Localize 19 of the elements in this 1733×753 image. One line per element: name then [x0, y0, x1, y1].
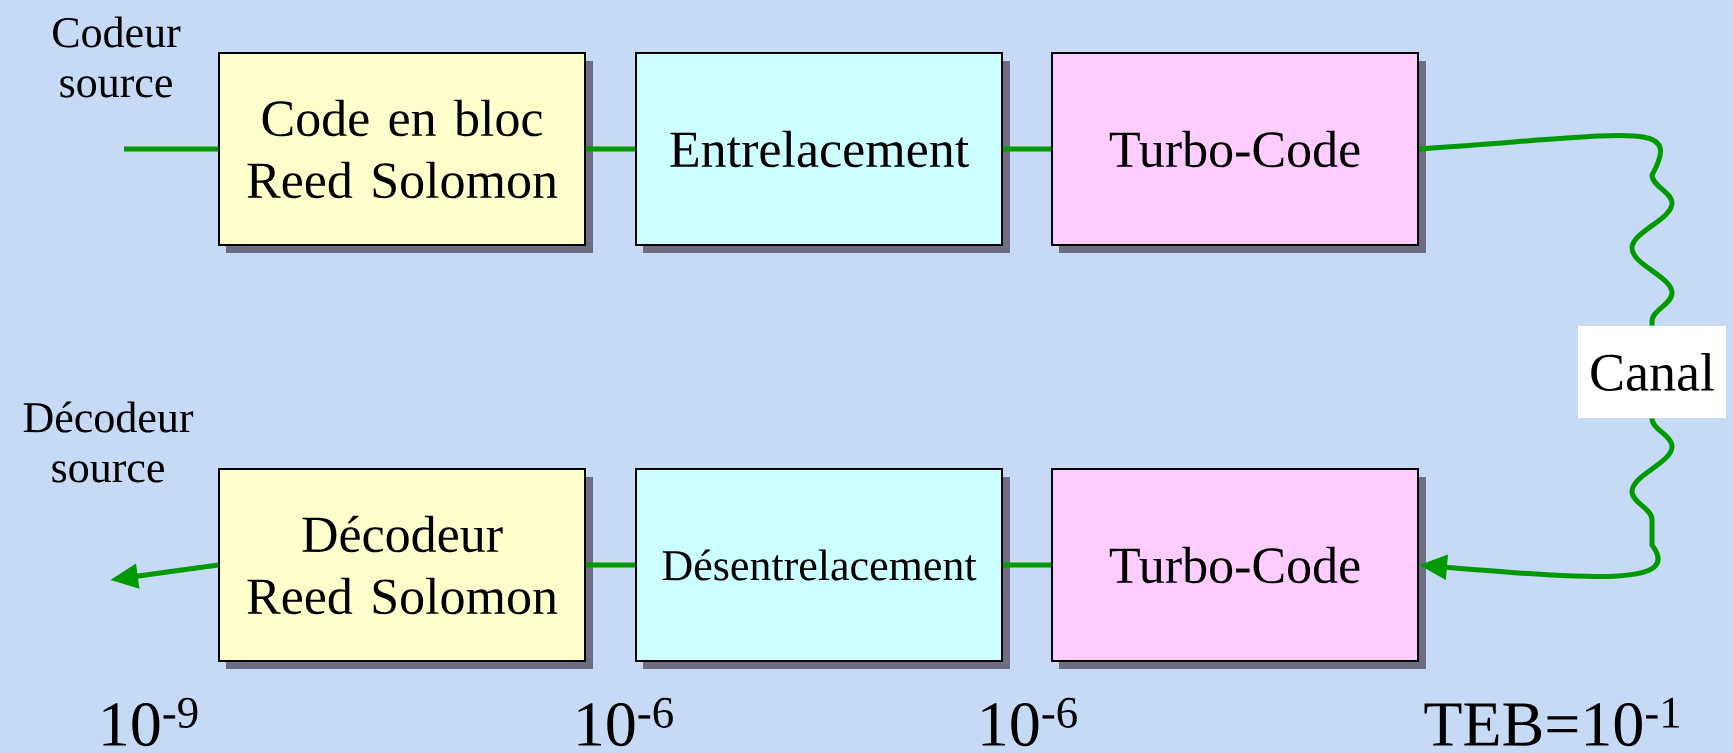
process-box: Code en bloc Reed Solomon — [218, 52, 593, 253]
connector — [586, 146, 635, 152]
process-box: Désentrelacement — [635, 468, 1010, 669]
source-label: Codeur source — [53, 16, 181, 98]
process-box: Turbo-Code — [1051, 468, 1426, 669]
error-rate-label: 10$^{-9}$ — [103, 697, 198, 747]
error-rate-label: 10$^{-6}$ — [982, 697, 1077, 747]
channel-box: Canal — [1578, 326, 1726, 418]
connector — [124, 146, 218, 152]
process-box: Turbo-Code — [1051, 52, 1426, 253]
connector — [1418, 133, 1675, 326]
process-box: Entrelacement — [635, 52, 1010, 253]
connector — [1003, 146, 1051, 152]
process-box: Décodeur Reed Solomon — [218, 468, 593, 669]
source-label: Décodeur source — [23, 401, 194, 483]
connector — [586, 562, 635, 568]
connector — [1003, 562, 1051, 568]
error-rate-label: TEB=10$^{-1}$ — [1424, 697, 1679, 747]
error-rate-label: 10$^{-6}$ — [578, 697, 673, 747]
